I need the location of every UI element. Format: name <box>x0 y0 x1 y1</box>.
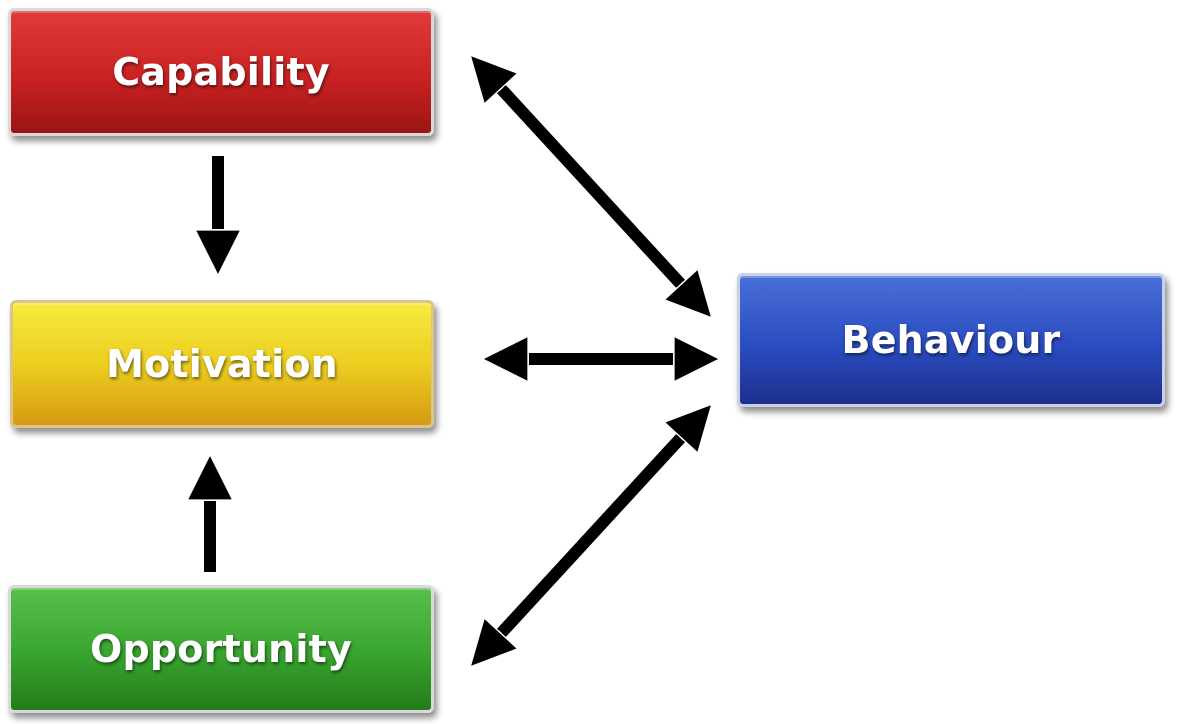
opportunity-box: Opportunity <box>8 585 434 713</box>
arrow-capability-behaviour <box>482 68 700 305</box>
opportunity-label: Opportunity <box>90 627 352 671</box>
capability-label: Capability <box>112 50 330 94</box>
behaviour-box: Behaviour <box>737 273 1165 407</box>
motivation-label: Motivation <box>106 342 338 386</box>
behaviour-label: Behaviour <box>841 318 1061 362</box>
capability-box: Capability <box>8 8 434 136</box>
motivation-box: Motivation <box>10 300 434 428</box>
arrow-opportunity-behaviour <box>482 417 700 654</box>
